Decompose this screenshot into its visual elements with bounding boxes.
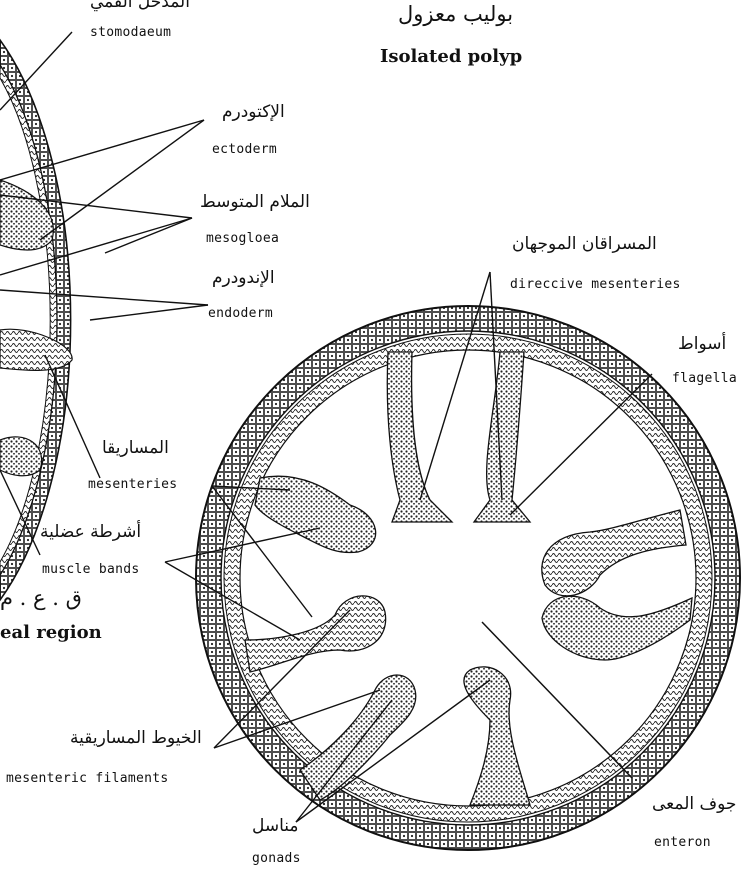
label-mesenteric-filaments-english: mesenteric filaments (6, 772, 169, 785)
label-endoderm-english: endoderm (208, 307, 273, 320)
label-enteron-english: enteron (654, 836, 711, 849)
label-mesenteries-english: mesenteries (88, 478, 177, 491)
leader-line (0, 290, 208, 305)
label-mesenteries-arabic: المساريقا (102, 440, 169, 457)
label-flagella-english: flagella (672, 372, 737, 385)
leader-line (90, 305, 208, 320)
left-mesentery-lobe (0, 437, 42, 476)
left-endoderm-ring (0, 65, 57, 575)
left-ectoderm-ring (0, 40, 71, 600)
left-polyp-section (0, 40, 72, 600)
label-ectoderm-arabic: الإكتودرم (222, 104, 285, 121)
label-ectoderm-english: ectoderm (212, 143, 277, 156)
left-region-arabic: ق . ع . م (0, 588, 82, 609)
polyp-enteron-cavity (240, 350, 696, 806)
label-gonads-arabic: مناسل (252, 818, 299, 835)
figure-title-arabic: بوليب معزول (398, 4, 513, 25)
label-gonads-english: gonads (252, 852, 301, 865)
label-directive-english: direccive mesenteries (510, 278, 681, 291)
label-mesogloea-arabic: الملام المتوسط (200, 194, 310, 211)
label-enteron-arabic: جوف المعى (652, 796, 736, 813)
label-mesogloea-english: mesogloea (206, 232, 279, 245)
label-stomodaeum-english: stomodaeum (90, 26, 171, 39)
label-stomodaeum-arabic: المدخل الفمي (90, 0, 190, 11)
leader-line (105, 218, 192, 253)
label-muscle-bands-arabic: أشرطة عضلية (40, 524, 141, 541)
label-flagella-arabic: أسواط (678, 336, 726, 353)
figure-title-english: Isolated polyp (380, 48, 522, 66)
label-muscle-bands-english: muscle bands (42, 563, 140, 576)
right-polyp-section (196, 306, 740, 850)
left-region-english: eal region (0, 624, 102, 642)
label-mesenteric-filaments-arabic: الخيوط المساريقية (70, 730, 202, 747)
label-directive-arabic: المسراقان الموجهان (512, 236, 657, 253)
label-endoderm-arabic: الإندودرم (212, 270, 275, 287)
